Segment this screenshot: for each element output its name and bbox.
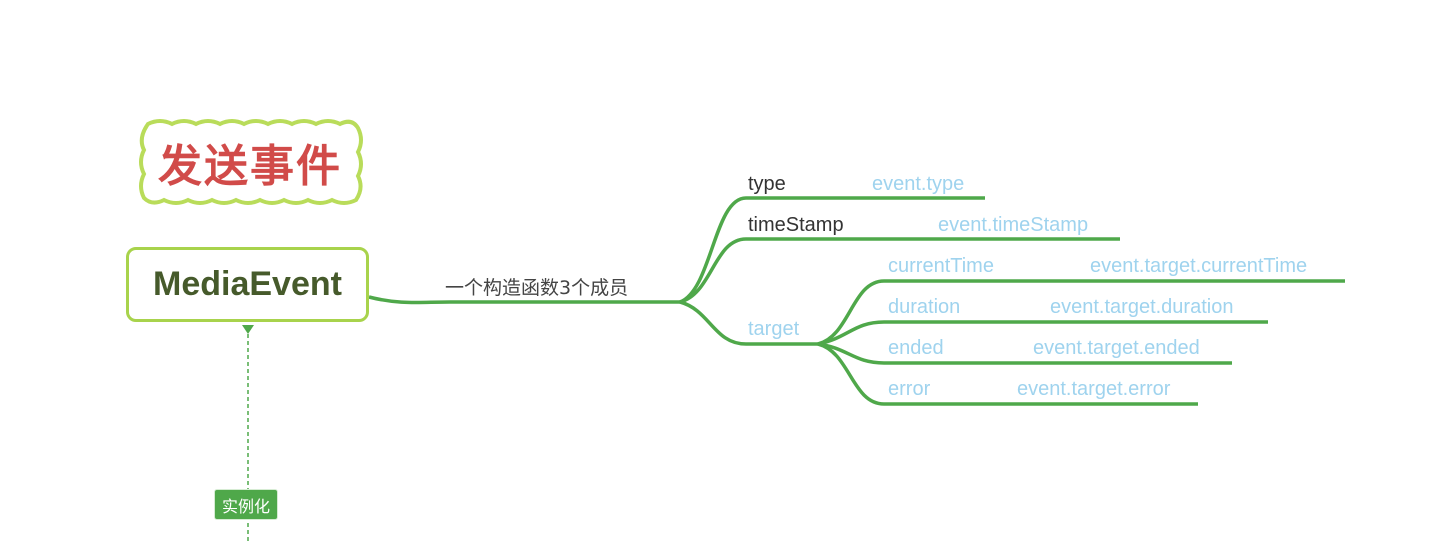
- note-ended: event.target.ended: [1033, 337, 1200, 359]
- branch-target-curve: [679, 300, 818, 346]
- branch-label: 一个构造函数3个成员: [445, 277, 629, 299]
- node-currenttime[interactable]: currentTime: [888, 255, 994, 277]
- title-node[interactable]: 发送事件: [140, 120, 360, 204]
- branch-timestamp-curve: [679, 237, 1120, 304]
- node-error[interactable]: error: [888, 378, 931, 400]
- root-node-label: MediaEvent: [153, 265, 342, 303]
- branch-currenttime-curve: [817, 279, 1345, 346]
- note-currenttime: event.target.currentTime: [1090, 255, 1308, 277]
- note-error: event.target.error: [1017, 378, 1171, 400]
- note-duration: event.target.duration: [1050, 296, 1234, 318]
- branch-error-curve: [817, 342, 1198, 406]
- branch-ended-curve: [817, 342, 1232, 365]
- node-ended[interactable]: ended: [888, 337, 944, 359]
- root-node[interactable]: MediaEvent: [126, 247, 369, 322]
- title-text: 发送事件: [158, 141, 342, 192]
- title-wavy-border: [139, 119, 363, 205]
- note-timestamp: event.timeStamp: [938, 214, 1089, 236]
- note-type: event.type: [872, 173, 965, 195]
- branch-duration-curve: [817, 320, 1268, 346]
- node-timestamp[interactable]: timeStamp: [748, 214, 844, 236]
- instance-label[interactable]: 实例化: [214, 489, 278, 520]
- node-type[interactable]: type: [748, 173, 786, 195]
- root-branch-line: [368, 295, 680, 305]
- node-duration[interactable]: duration: [888, 296, 961, 318]
- branch-type-curve: [679, 196, 985, 304]
- node-target[interactable]: target: [748, 318, 800, 340]
- arrow-down-icon: [242, 325, 254, 334]
